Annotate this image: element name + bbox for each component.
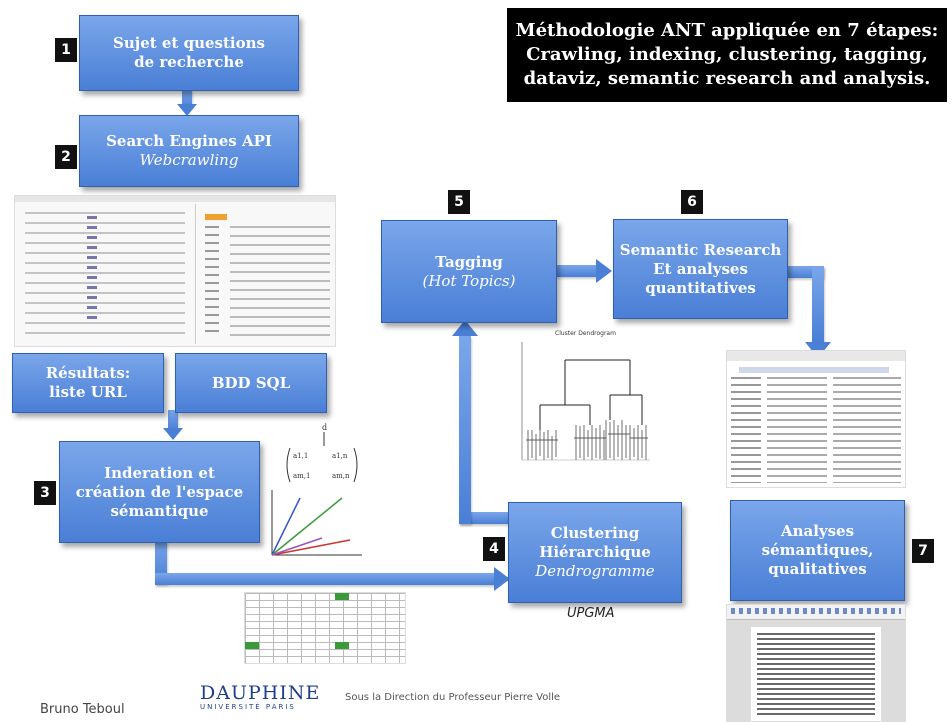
logo-sub: UNIVERSITÉ PARIS [200, 703, 296, 711]
step-2-line-1: Search Engines API [106, 132, 272, 150]
step-7-box: Analyses sémantiques, qualitatives [730, 500, 905, 601]
search-results-screenshot [14, 195, 336, 347]
dendrogram-title: Cluster Dendrogram [555, 330, 616, 337]
step-4-line-1: Clustering [550, 524, 640, 542]
results-url-box: Résultats: liste URL [12, 353, 164, 413]
step-4-number: 4 [483, 537, 505, 561]
results-line-1: Résultats: [45, 364, 131, 382]
arrow-3-4-horizontal [155, 573, 495, 585]
step-5-box: Tagging (Hot Topics) [381, 220, 557, 323]
step-2-line-2: Webcrawling [139, 151, 239, 169]
step-7-line-3: qualitatives [768, 560, 867, 578]
arrow-head-3-4 [494, 567, 510, 591]
step-1-line-1: Sujet et questions [113, 34, 265, 52]
title-line-1: Méthodologie ANT appliquée en 7 étapes: [515, 20, 939, 41]
bdd-label: BDD SQL [211, 373, 291, 392]
step-3-line-1: Inderation et [104, 463, 215, 482]
step-6-line-3: quantitatives [645, 278, 756, 297]
step-1-number: 1 [55, 38, 77, 62]
title-line-2: Crawling, indexing, clustering, tagging, [526, 44, 928, 65]
vector-space-illustration: d a1,1 a1,n am,1 am,n [271, 423, 362, 556]
results-line-2: liste URL [49, 383, 127, 401]
step-6-line-2: Et analyses [653, 259, 748, 278]
arrow-head-1-2 [177, 104, 197, 116]
arrow-4-5-vertical [459, 336, 471, 524]
arrow-4-5-horizontal [459, 512, 509, 524]
step-4-box: Clustering Hiérarchique Dendrogramme [508, 502, 682, 603]
step-3-line-3: sémantique [110, 501, 209, 520]
step-2-box: Search Engines API Webcrawling [79, 115, 299, 187]
step-4-line-2: Hiérarchique [539, 543, 651, 561]
arrow-6-table-vertical [812, 266, 824, 342]
step-1-line-2: de recherche [134, 53, 244, 71]
step-4-line-3: Dendrogramme [535, 562, 655, 580]
step-3-number: 3 [34, 481, 56, 505]
step-7-number: 7 [912, 539, 934, 563]
step-5-number: 5 [448, 190, 470, 214]
step-2-number: 2 [55, 145, 77, 169]
step-7-line-1: Analyses [780, 522, 855, 540]
logo-main: DAUPHINE [200, 682, 321, 704]
svg-text:a1,n: a1,n [332, 452, 348, 460]
direction-text: Sous la Direction du Professeur Pierre V… [345, 692, 561, 703]
step-6-box: Semantic Research Et analyses quantitati… [613, 219, 788, 319]
step-5-line-2: (Hot Topics) [422, 271, 516, 290]
svg-text:a1,1: a1,1 [293, 452, 308, 460]
step-3-box: Inderation et création de l'espace séman… [59, 441, 260, 543]
svg-text:d: d [322, 423, 327, 432]
arrow-bdd-3 [168, 410, 178, 430]
step-6-number: 6 [681, 190, 703, 214]
arrow-head-bdd-3 [163, 428, 183, 440]
arrow-1-2 [182, 90, 192, 108]
svg-text:am,n: am,n [332, 472, 350, 480]
arrow-head-4-5 [452, 320, 478, 336]
title-line-3: dataviz, semantic research and analysis. [523, 68, 931, 89]
step-7-line-2: sémantiques, [761, 541, 874, 559]
quantitative-results-table [726, 350, 906, 488]
upgma-label: UPGMA [567, 606, 615, 621]
arrow-head-5-6 [596, 259, 612, 283]
title-box: Méthodologie ANT appliquée en 7 étapes: … [507, 8, 947, 102]
arrow-5-6 [556, 265, 596, 277]
similarity-matrix-table [244, 592, 406, 664]
step-1-box: Sujet et questions de recherche [79, 15, 299, 91]
dendrogram-chart: Cluster Dendrogram [510, 330, 650, 500]
author-name: Bruno Teboul [40, 702, 125, 717]
bdd-sql-box: BDD SQL [175, 353, 327, 413]
step-6-line-1: Semantic Research [619, 240, 782, 259]
step-5-line-1: Tagging [435, 252, 503, 271]
dauphine-logo: DAUPHINE UNIVERSITÉ PARIS [200, 682, 321, 719]
step-3-line-2: création de l'espace [75, 482, 244, 501]
svg-text:am,1: am,1 [293, 472, 311, 480]
qualitative-document-screenshot [726, 604, 906, 722]
